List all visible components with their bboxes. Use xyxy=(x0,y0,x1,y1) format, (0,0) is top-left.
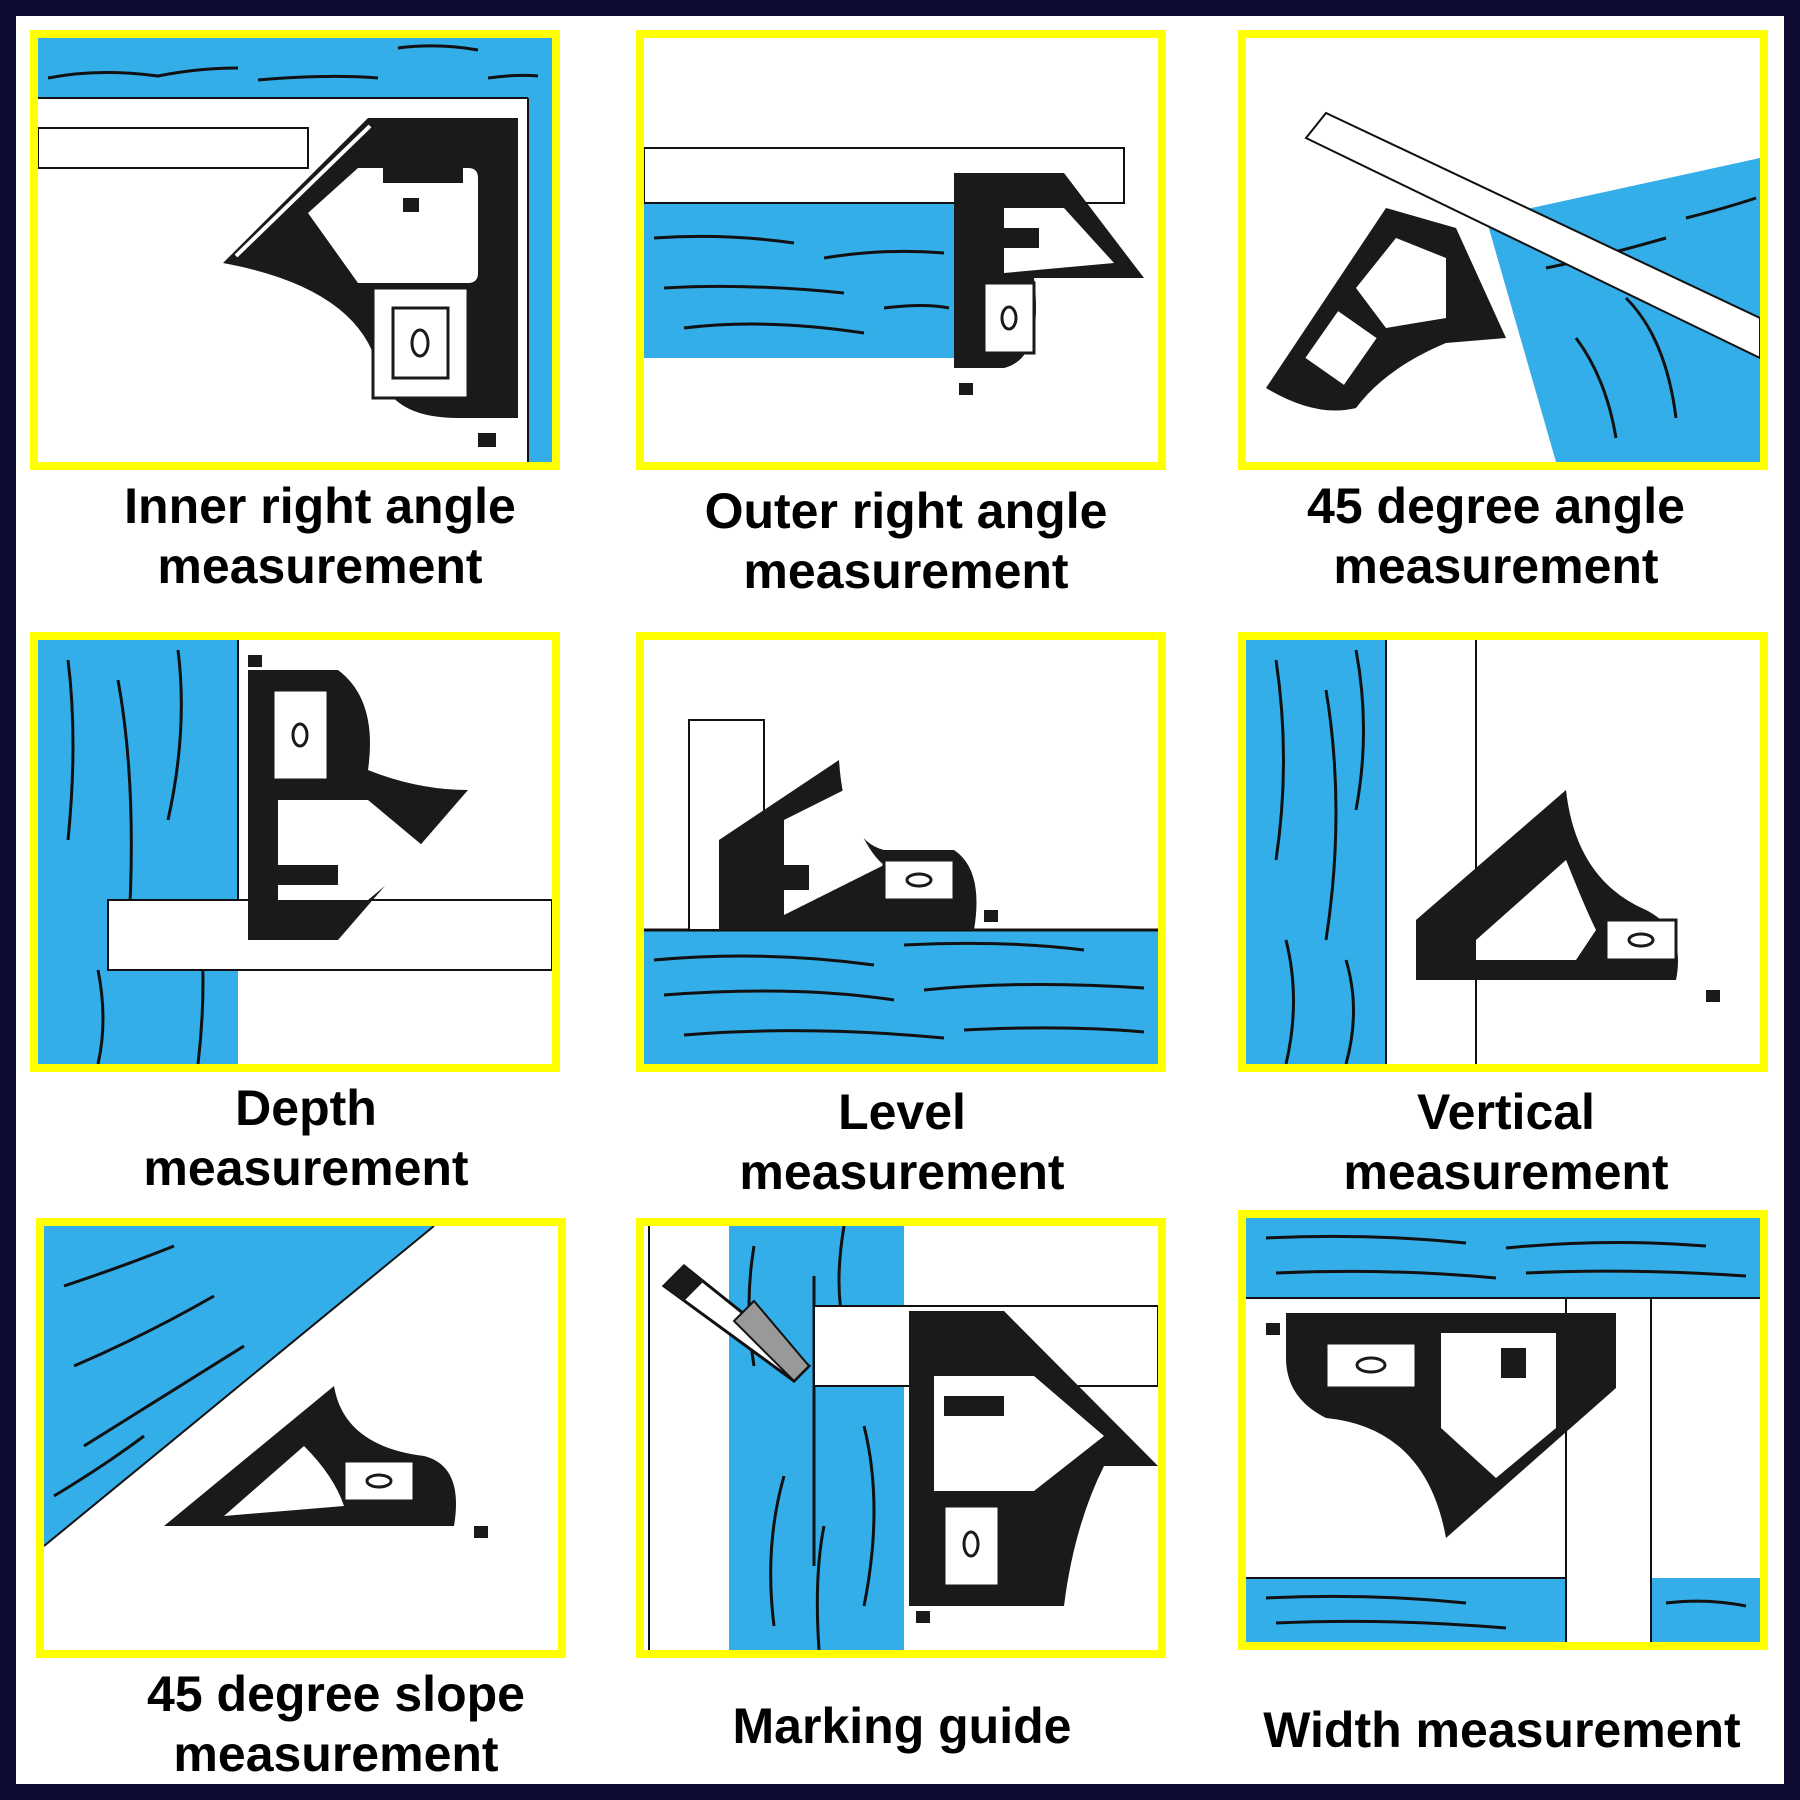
outer-right-angle-illustration xyxy=(644,147,1144,395)
combination-square-icon xyxy=(248,655,468,940)
panel-45-degree-angle xyxy=(1238,30,1768,470)
panel-inner-right-angle xyxy=(30,30,560,470)
panel-level xyxy=(636,632,1166,1072)
caption-vertical: Vertical measurement xyxy=(1343,1084,1669,1200)
inner-right-angle-illustration xyxy=(38,38,552,462)
panel-marking-guide xyxy=(636,1218,1166,1658)
width-illustration xyxy=(1246,1218,1760,1642)
combination-square-icon xyxy=(719,760,998,930)
caption-outer-right-angle: Outer right angle measurement xyxy=(704,483,1108,599)
45-degree-angle-illustration xyxy=(1266,111,1760,462)
panel-vertical xyxy=(1238,632,1768,1072)
combination-square-icon xyxy=(1416,790,1720,1002)
vertical-illustration xyxy=(1246,640,1720,1064)
combination-square-icon xyxy=(954,173,1144,395)
panel-45-degree-slope xyxy=(36,1218,566,1658)
marking-guide-illustration xyxy=(648,1226,1158,1650)
caption-45-degree-angle: 45 degree angle measurement xyxy=(1307,478,1685,594)
infographic-canvas: Inner right angle measurement Outer righ… xyxy=(16,16,1784,1784)
level-illustration xyxy=(644,719,1158,1064)
depth-illustration xyxy=(38,640,552,1064)
combination-square-icon xyxy=(164,1386,488,1538)
caption-width: Width measurement xyxy=(1263,1702,1741,1758)
caption-inner-right-angle: Inner right angle measurement xyxy=(124,478,516,594)
combination-square-icon xyxy=(909,1311,1158,1623)
caption-level: Level measurement xyxy=(739,1084,1065,1200)
caption-marking-guide: Marking guide xyxy=(732,1698,1072,1754)
panel-width xyxy=(1238,1210,1768,1650)
combination-square-icon xyxy=(1266,208,1506,411)
panel-depth xyxy=(30,632,560,1072)
panel-outer-right-angle xyxy=(636,30,1166,470)
caption-depth: Depth measurement xyxy=(143,1080,469,1196)
caption-45-degree-slope: 45 degree slope measurement xyxy=(147,1666,525,1782)
45-degree-slope-illustration xyxy=(44,1226,488,1547)
combination-square-icon xyxy=(1266,1313,1616,1538)
combination-square-icon xyxy=(223,118,518,447)
pencil-icon xyxy=(661,1263,812,1383)
